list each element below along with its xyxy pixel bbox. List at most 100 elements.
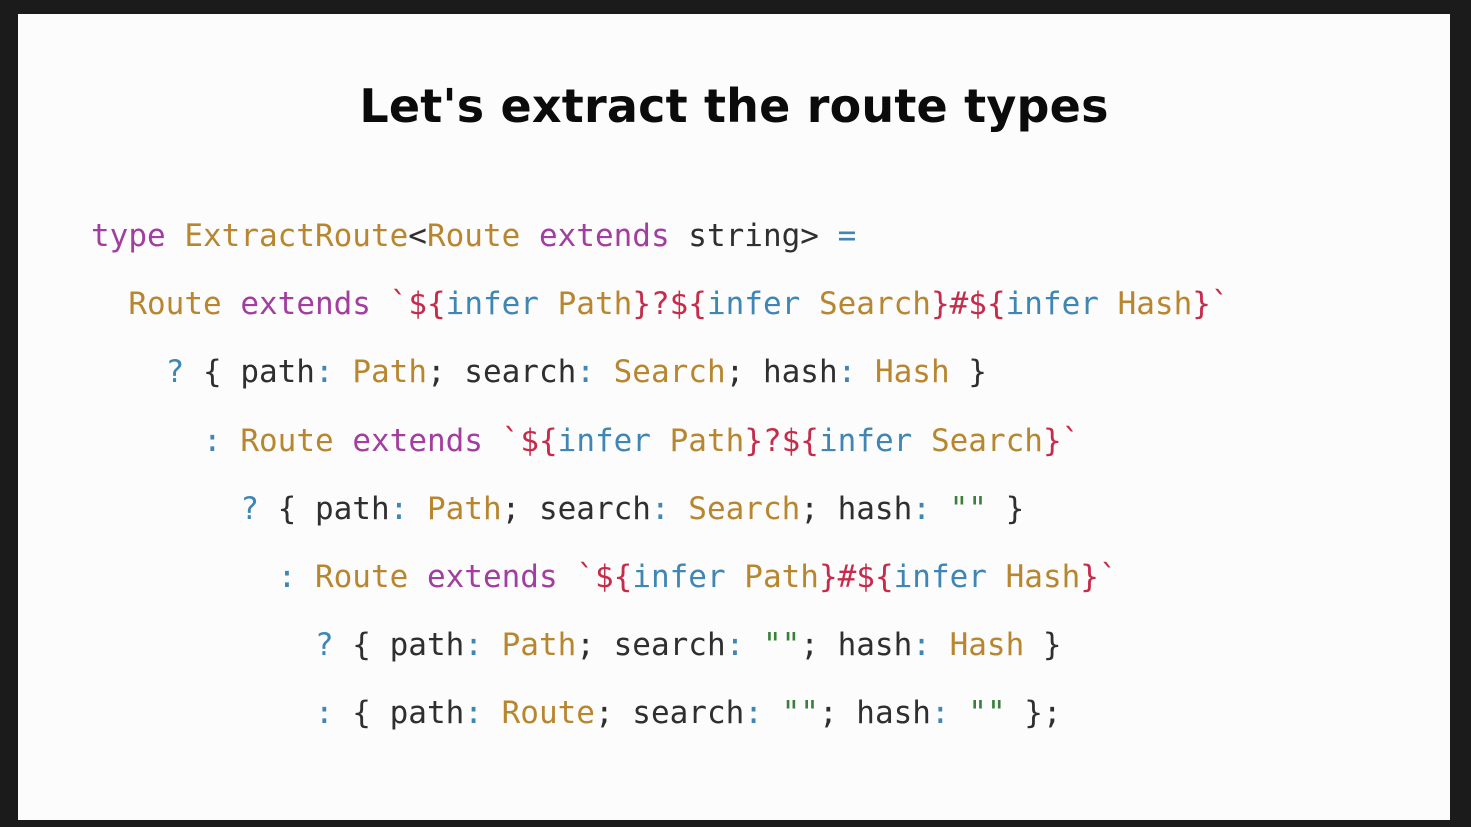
code-token-plain: ; search — [594, 695, 745, 732]
code-line: ? { path: Path; search: Search; hash: ""… — [91, 475, 1230, 543]
code-line: type ExtractRoute<Route extends string> … — [91, 202, 1230, 270]
code-line: ? { path: Path; search: ""; hash: Hash } — [91, 611, 1230, 679]
code-token-typeName: Route — [426, 218, 521, 254]
code-token-typeName: Route — [314, 558, 409, 595]
code-line: : Route extends `${infer Path}#${infer H… — [91, 543, 1230, 611]
code-token-plain: ; search — [501, 490, 651, 527]
code-token-string: "" — [949, 490, 987, 527]
code-token-plain — [334, 354, 353, 390]
code-token-plain: ; search — [576, 627, 726, 664]
code-indent — [91, 559, 278, 595]
code-line: Route extends `${infer Path}?${infer Sea… — [91, 270, 1229, 338]
code-token-template: `${ — [389, 286, 446, 323]
code-token-operator: infer — [818, 422, 913, 459]
code-token-plain: ; hash — [800, 627, 913, 664]
code-token-plain — [950, 695, 969, 731]
code-token-keyword: extends — [240, 286, 371, 323]
code-token-typeName: Path — [538, 286, 633, 323]
code-token-plain — [334, 423, 353, 459]
code-token-typeName: Search — [688, 490, 801, 527]
code-token-plain — [222, 423, 241, 459]
code-line: ? { path: Path; search: Search; hash: Ha… — [91, 338, 1230, 406]
code-token-typeName: Search — [613, 354, 726, 391]
code-indent — [91, 491, 240, 527]
code-indent — [91, 695, 315, 731]
code-token-typeName: Hash — [874, 354, 950, 391]
code-token-string: "" — [762, 627, 801, 664]
code-token-typeName: Route — [240, 422, 334, 459]
code-token-plain — [483, 695, 502, 731]
code-token-plain: { path — [333, 695, 465, 732]
code-token-plain — [408, 491, 427, 527]
code-token-operator: ? — [240, 490, 259, 527]
code-token-plain: ; hash — [818, 695, 931, 732]
code-token-typeName: Search — [912, 422, 1043, 459]
code-token-template: }?${ — [744, 422, 819, 459]
code-token-string: "" — [781, 695, 819, 732]
code-token-operator: : — [930, 695, 950, 732]
code-token-operator: : — [314, 354, 334, 391]
code-token-typeName: Path — [426, 490, 502, 527]
code-token-keyword: type — [91, 218, 166, 254]
code-token-template: }?${ — [632, 286, 707, 323]
code-token-operator: : — [277, 558, 297, 595]
code-token-template: }` — [1080, 558, 1118, 595]
code-token-plain: { path — [258, 490, 390, 527]
code-token-plain — [931, 627, 950, 663]
code-line: : Route extends `${infer Path}?${infer S… — [91, 407, 1230, 475]
code-token-typeName: Search — [800, 286, 931, 323]
code-token-plain: ; search — [426, 354, 577, 391]
code-token-operator: infer — [557, 422, 651, 459]
code-line: : { path: Route; search: ""; hash: "" }; — [91, 679, 1230, 747]
code-token-operator: ? — [314, 627, 334, 664]
code-token-operator: : — [576, 354, 595, 391]
code-token-plain — [483, 627, 502, 663]
code-token-typeName: Path — [725, 558, 819, 595]
code-token-operator: : — [650, 490, 670, 527]
code-token-plain: ; hash — [800, 490, 913, 527]
code-token-typeName: ExtractRoute — [184, 218, 409, 254]
code-token-operator: : — [202, 422, 222, 459]
code-block: type ExtractRoute<Route extends string> … — [91, 202, 1230, 748]
code-indent — [91, 423, 203, 459]
code-token-plain: }; — [1005, 695, 1062, 732]
code-token-plain — [296, 559, 315, 595]
code-token-string: "" — [968, 695, 1006, 732]
code-token-typeName: Hash — [1098, 286, 1193, 323]
code-token-plain — [520, 218, 539, 254]
code-token-operator: : — [837, 354, 857, 391]
code-token-operator: : — [725, 627, 745, 664]
code-token-operator: infer — [445, 286, 539, 323]
code-token-plain — [763, 695, 782, 731]
code-token-plain: } — [1024, 627, 1062, 664]
code-token-keyword: extends — [538, 218, 670, 254]
code-token-plain — [744, 627, 763, 663]
slide: Let's extract the route types type Extra… — [18, 14, 1450, 820]
code-token-plain — [670, 491, 689, 527]
code-token-typeName: Path — [352, 354, 427, 391]
code-token-operator: : — [912, 490, 931, 527]
code-token-plain — [408, 559, 427, 595]
code-token-plain: { path — [184, 354, 315, 391]
code-token-plain — [558, 559, 577, 595]
code-token-plain — [166, 218, 185, 254]
code-token-operator: = — [837, 218, 857, 254]
code-token-plain: ; hash — [725, 354, 838, 391]
code-token-plain — [483, 423, 502, 459]
code-indent — [91, 627, 315, 663]
code-token-typeName: Route — [128, 286, 222, 323]
code-indent — [91, 286, 128, 322]
code-token-keyword: extends — [352, 422, 483, 459]
code-token-typeName: Hash — [949, 627, 1025, 664]
slide-title: Let's extract the route types — [359, 79, 1109, 133]
code-token-typeName: Route — [501, 695, 595, 732]
code-token-operator: : — [744, 695, 763, 732]
code-token-operator: infer — [632, 558, 726, 595]
code-token-operator: infer — [893, 558, 987, 595]
code-token-plain: string> — [669, 218, 838, 254]
code-token-operator: : — [314, 695, 334, 732]
code-token-operator: ? — [165, 354, 185, 391]
code-token-operator: : — [464, 695, 483, 732]
code-token-typeName: Hash — [986, 558, 1081, 595]
